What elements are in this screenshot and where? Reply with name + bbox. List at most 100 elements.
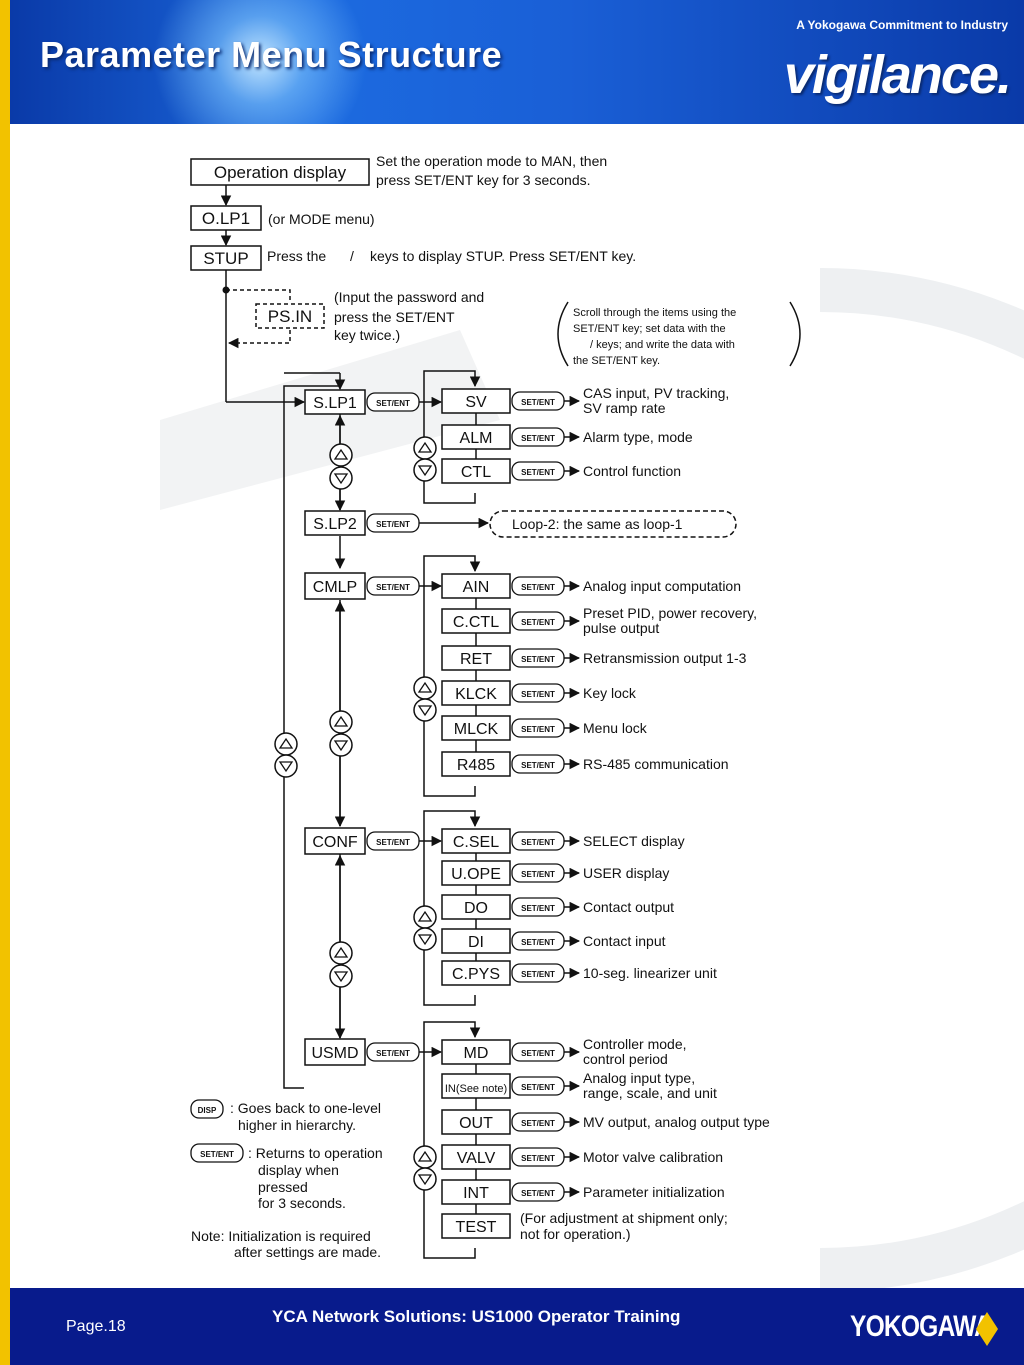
- up-down-key-pair: [413, 1145, 437, 1191]
- submenu-item-cmlp: MLCK Menu lock: [441, 715, 648, 752]
- set-ent-key-text: SET/ENT: [521, 1049, 555, 1058]
- loop2-note-text: Loop-2: the same as loop-1: [512, 516, 683, 532]
- legend-disp-1: : Goes back to one-level: [230, 1100, 381, 1116]
- olp1-label: O.LP1: [202, 209, 250, 228]
- set-ent-key-text: SET/ENT: [521, 938, 555, 947]
- submenu-description: (For adjustment at shipment only;: [520, 1210, 728, 1226]
- submenu-description: Preset PID, power recovery,: [583, 605, 757, 621]
- submenu-set-ent-key: SET/ENT: [511, 1112, 565, 1132]
- submenu-set-ent-key: SET/ENT: [511, 391, 565, 411]
- submenu-description: Contact output: [583, 899, 674, 915]
- submenu-set-ent-key: SET/ENT: [511, 683, 565, 703]
- submenu-item-cmlp: R485 RS-485 communication: [441, 751, 729, 777]
- submenu-set-ent-key: SET/ENT: [511, 831, 565, 851]
- set-ent-key-text: SET/ENT: [200, 1150, 234, 1159]
- submenu-set-ent-key: SET/ENT: [511, 611, 565, 631]
- psin-note-2: press the SET/ENT: [334, 309, 455, 325]
- submenu-description: CAS input, PV tracking,: [583, 385, 729, 401]
- set-ent-key-text: SET/ENT: [521, 690, 555, 699]
- up-down-key-pair: [413, 676, 437, 722]
- set-ent-key-text: SET/ENT: [521, 434, 555, 443]
- page-number: Page.18: [66, 1318, 126, 1335]
- submenu-code: R485: [457, 757, 495, 774]
- menu-slp2-label: S.LP2: [313, 516, 357, 533]
- set-ent-key-text: SET/ENT: [376, 838, 410, 847]
- set-ent-key-text: SET/ENT: [521, 1119, 555, 1128]
- submenu-set-ent-key: SET/ENT: [511, 931, 565, 951]
- set-ent-key-text: SET/ENT: [521, 398, 555, 407]
- disp-key-text: DISP: [198, 1106, 217, 1115]
- footer-bar: Page.18 YCA Network Solutions: US1000 Op…: [10, 1288, 1024, 1365]
- menu-slp1-label: S.LP1: [313, 395, 357, 412]
- submenu-code: INT: [463, 1185, 489, 1202]
- set-ent-key-icon: SET/ENT: [190, 1143, 244, 1163]
- menu-cmlp-set-ent-key: SET/ENT: [366, 576, 420, 596]
- set-ent-key-text: SET/ENT: [376, 520, 410, 529]
- submenu-set-ent-key: SET/ENT: [511, 427, 565, 447]
- set-ent-key-text: SET/ENT: [376, 399, 410, 408]
- submenu-code: MLCK: [454, 721, 499, 738]
- submenu-item-cmlp: C.CTL Preset PID, power recovery,pulse ou…: [441, 605, 757, 646]
- operation-note-2: press SET/ENT key for 3 seconds.: [376, 172, 591, 188]
- submenu-code: RET: [460, 651, 492, 668]
- scroll-note-1: Scroll through the items using the: [573, 307, 736, 319]
- submenu-item-conf: C.PYS 10-seg. linearizer unit: [441, 960, 717, 986]
- operation-display-box: Operation display: [190, 158, 370, 186]
- submenu-description: USER display: [583, 865, 669, 881]
- psin-loop: PS.IN: [226, 289, 325, 349]
- submenu-set-ent-key: SET/ENT: [511, 576, 565, 596]
- legend-disp-2: higher in hierarchy.: [238, 1117, 356, 1133]
- submenu-description: Menu lock: [583, 720, 648, 736]
- submenu-code: VALV: [457, 1150, 496, 1167]
- stup-note-b: keys to display STUP. Press SET/ENT key.: [370, 248, 636, 264]
- menu-usmd-set-ent-key: SET/ENT: [366, 1042, 420, 1062]
- set-ent-key-text: SET/ENT: [521, 904, 555, 913]
- set-ent-key-text: SET/ENT: [521, 725, 555, 734]
- set-ent-key-text: SET/ENT: [521, 970, 555, 979]
- set-ent-key-text: SET/ENT: [521, 838, 555, 847]
- submenu-description: Motor valve calibration: [583, 1149, 723, 1165]
- submenu-code: C.CTL: [453, 614, 499, 631]
- submenu-description-cont: not for operation.): [520, 1226, 631, 1242]
- submenu-description: 10-seg. linearizer unit: [583, 965, 717, 981]
- vigilance-logo: vigilance.: [783, 45, 1012, 105]
- menu-slp2: S.LP2: [304, 510, 366, 536]
- submenu-groups: SET/ENT SET/ENT SET/ENT SET/ENT SET/ENT SV CAS…: [366, 370, 770, 1259]
- submenu-description: SELECT display: [583, 833, 685, 849]
- legend-note-2: after settings are made.: [234, 1244, 381, 1260]
- submenu-description: Key lock: [583, 685, 637, 701]
- psin-note-1: (Input the password and: [334, 289, 484, 305]
- submenu-code: C.PYS: [452, 966, 500, 983]
- watermark-graphic: [160, 268, 1024, 1288]
- set-ent-key-text: SET/ENT: [521, 618, 555, 627]
- scroll-note-2: SET/ENT key; set data with the: [573, 323, 726, 335]
- menu-conf-set-ent-key: SET/ENT: [366, 831, 420, 851]
- page-title: Parameter Menu Structure: [40, 34, 503, 75]
- submenu-code: DI: [468, 934, 484, 951]
- scroll-note-3: / keys; and write the data with: [590, 339, 735, 351]
- menu-usmd: USMD: [304, 1038, 366, 1066]
- submenu-description-cont: pulse output: [583, 620, 659, 636]
- submenu-set-ent-key: SET/ENT: [511, 718, 565, 738]
- submenu-description: RS-485 communication: [583, 756, 729, 772]
- operation-note-1: Set the operation mode to MAN, then: [376, 153, 607, 169]
- parameter-menu-diagram: Operation display Set the operation mode…: [160, 153, 1024, 1288]
- set-ent-key-text: SET/ENT: [376, 583, 410, 592]
- submenu-set-ent-key: SET/ENT: [511, 1182, 565, 1202]
- submenu-code: SV: [465, 394, 487, 411]
- scroll-note: Scroll through the items using the SET/E…: [557, 301, 801, 367]
- submenu-item-usmd: TEST(For adjustment at shipment only; no…: [441, 1210, 728, 1242]
- disp-key-icon: DISP: [190, 1099, 224, 1119]
- set-ent-key-text: SET/ENT: [521, 1083, 555, 1092]
